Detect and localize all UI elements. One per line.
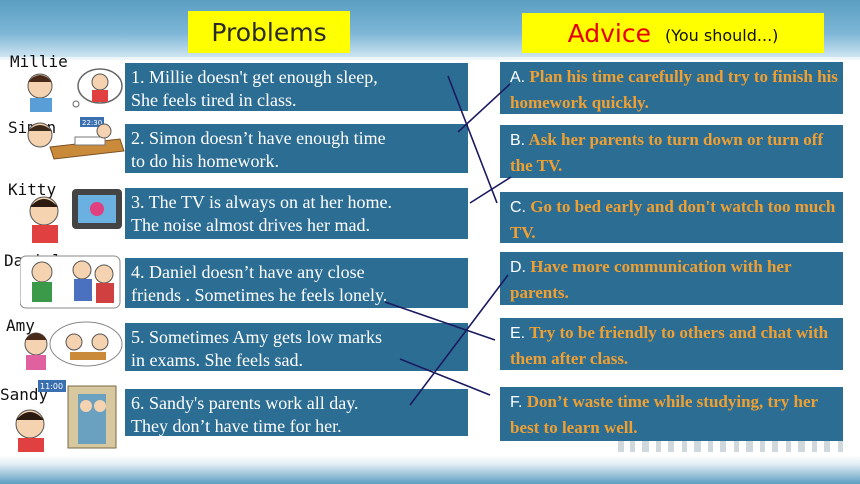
problem-3-line-1: 3. The TV is always on at her home. [131,192,392,212]
decorative-figures [618,438,843,452]
problem-box-3: 3. The TV is always on at her home. The … [125,188,468,239]
advice-box-c: C. Go to bed early and don't watch too m… [500,192,843,243]
advice-e-text: Try to be friendly to others and chat wi… [510,323,829,368]
problem-box-5: 5. Sometimes Amy gets low marks in exams… [125,323,468,371]
problem-box-4: 4. Daniel doesn’t have any close friends… [125,258,468,308]
problem-box-2: 2. Simon doesn’t have enough time to do … [125,124,468,173]
problem-3-line-2: The noise almost drives her mad. [131,215,370,235]
bottom-banner [0,455,860,484]
problem-2-line-2: to do his homework. [131,151,279,171]
simon-cartoon-icon: 22:30 [27,117,125,160]
problems-title: Problems [211,17,327,47]
name-sandy: Sandy [0,385,49,404]
advice-f-text: Don’t waste time while studying, try her… [510,392,818,437]
advice-subtitle: (You should...) [664,25,779,45]
advice-box-f: F. Don’t waste time while studying, try … [500,387,843,441]
problem-box-1: 1. Millie doesn't get enough sleep, She … [125,63,468,111]
advice-box-a: A. Plan his time carefully and try to fi… [500,62,843,114]
problem-5-line-1: 5. Sometimes Amy gets low marks [131,327,382,347]
advice-box-b: B. Ask her parents to turn down or turn … [500,125,843,178]
problem-box-6: 6. Sandy's parents work all day. They do… [125,389,468,436]
problem-1-line-1: 1. Millie doesn't get enough sleep, [131,67,378,87]
advice-f-letter: F. [510,394,523,411]
clock-label-simon: 22:30 [82,119,102,127]
advice-c-letter: C. [510,199,526,216]
advice-b-letter: B. [510,132,526,149]
clock-label-sandy: 11:00 [40,382,63,391]
advice-a-text: Plan his time carefully and try to finis… [510,67,838,112]
advice-a-letter: A. [510,69,526,86]
advice-header: Advice (You should...) [522,13,824,53]
advice-box-d: D. Have more communication with her pare… [500,252,843,305]
name-amy: Amy [6,316,35,335]
advice-b-text: Ask her parents to turn down or turn off… [510,130,824,175]
problem-6-line-1: 6. Sandy's parents work all day. [131,393,359,413]
problem-4-line-1: 4. Daniel doesn’t have any close [131,262,365,282]
daniel-cartoon-icon [20,255,121,309]
sandy-cartoon-icon: 11:00 [15,380,117,452]
name-kitty: Kitty [8,180,57,199]
problem-2-line-1: 2. Simon doesn’t have enough time [131,128,386,148]
advice-d-letter: D. [510,259,526,276]
problems-header: Problems [188,11,350,53]
name-millie: Millie [10,52,68,71]
problem-4-line-2: friends . Sometimes he feels lonely. [131,285,388,305]
kitty-cartoon-icon [29,189,122,243]
advice-c-text: Go to bed early and don't watch too much… [510,197,836,242]
problem-1-line-2: She feels tired in class. [131,90,297,110]
problem-5-line-2: in exams. She feels sad. [131,350,303,370]
amy-cartoon-icon [24,321,123,370]
millie-cartoon-icon [27,68,123,112]
problem-6-line-2: They don’t have time for her. [131,416,342,436]
advice-d-text: Have more communication with her parents… [510,257,792,302]
advice-title: Advice [567,18,651,48]
advice-box-e: E. Try to be friendly to others and chat… [500,318,843,370]
advice-e-letter: E. [510,325,526,342]
